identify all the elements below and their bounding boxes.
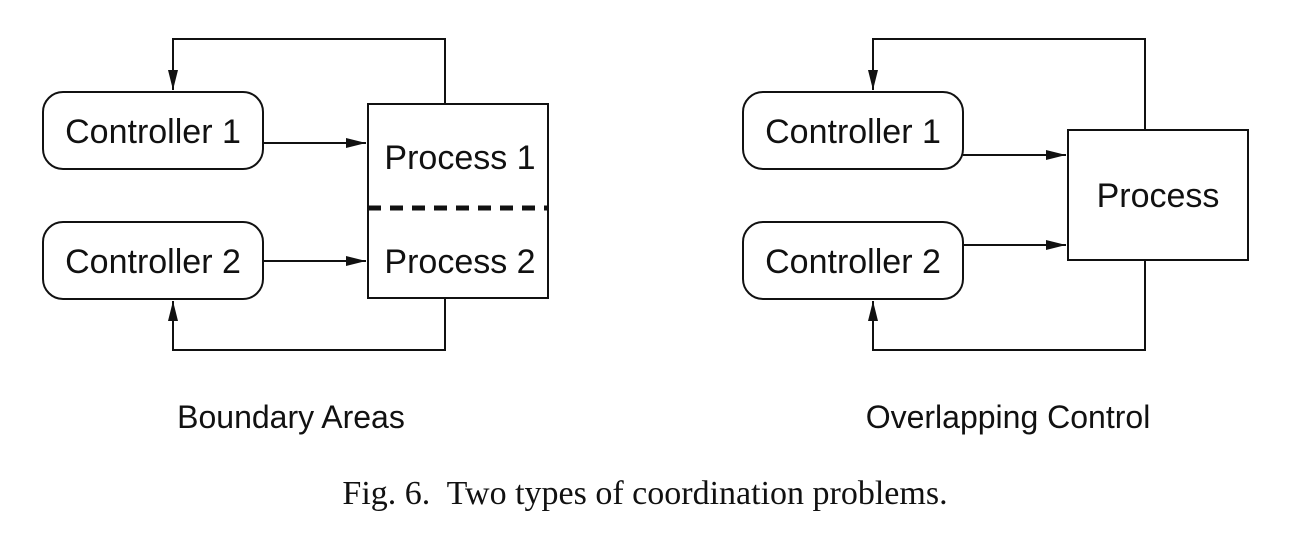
left-top-feedback-arrow [168, 38, 446, 104]
overlapping-control-subtitle: Overlapping Control [866, 399, 1151, 435]
left-bottom-feedback-arrow [168, 298, 446, 351]
left-process-1-label: Process 1 [384, 139, 535, 177]
right-controller-1-label: Controller 1 [765, 113, 941, 151]
right-top-feedback-arrow [868, 38, 1146, 130]
right-controller-2-label: Controller 2 [765, 243, 941, 281]
figure-caption: Fig. 6. Two types of coordination proble… [342, 475, 947, 512]
overlapping-control-diagram: Controller 1 Controller 2 Process Overla… [742, 38, 1249, 435]
right-process-box [1067, 129, 1249, 261]
right-controller-1-box [742, 91, 964, 170]
left-process-2-label: Process 2 [384, 243, 535, 281]
boundary-areas-subtitle: Boundary Areas [177, 399, 405, 435]
right-bottom-feedback-arrow [868, 260, 1146, 351]
left-process-box [367, 103, 549, 299]
left-controller-2-label: Controller 2 [65, 243, 241, 281]
left-controller-1-box [42, 91, 264, 170]
boundary-areas-diagram: Controller 1 Controller 2 Process 1 Proc… [42, 38, 549, 435]
right-process-label: Process [1097, 177, 1220, 215]
right-controller-2-box [742, 221, 964, 300]
left-controller-1-label: Controller 1 [65, 113, 241, 151]
